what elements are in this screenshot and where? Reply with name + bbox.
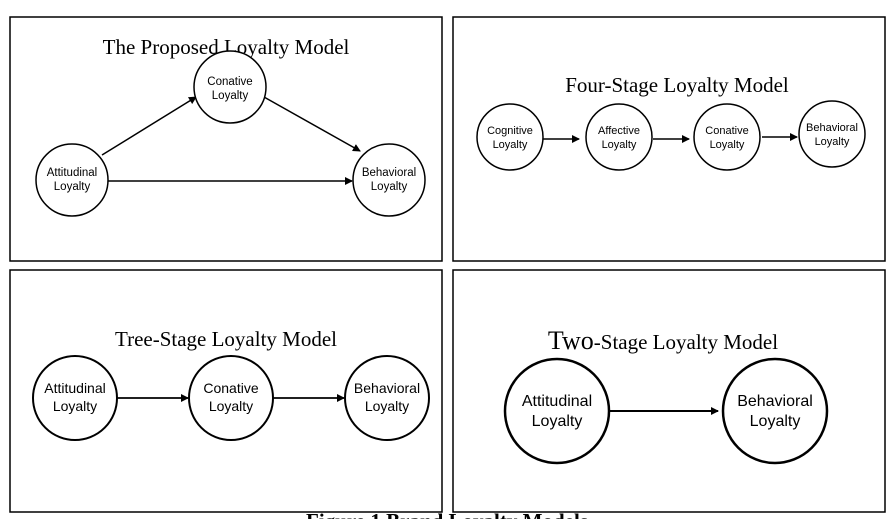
- node-label-line1: Attitudinal: [47, 167, 98, 179]
- node-label-line1: Attitudinal: [522, 393, 592, 410]
- node-label-line2: Loyalty: [209, 398, 253, 414]
- node-circle: [476, 103, 544, 171]
- node-behavioral: Behavioral Loyalty: [344, 355, 430, 441]
- panel-title-first: Two: [548, 326, 594, 355]
- panel-four-stage-model: Four-Stage Loyalty Model Cognitive Loyal…: [452, 16, 886, 262]
- panel-frame: [452, 16, 886, 262]
- node-circle: [693, 103, 761, 171]
- node-label-line2: Loyalty: [750, 413, 801, 430]
- node-conative: Conative Loyalty: [193, 50, 267, 124]
- node-label-line1: Behavioral: [737, 393, 813, 410]
- node-conative: Conative Loyalty: [693, 103, 761, 171]
- node-behavioral: Behavioral Loyalty: [798, 100, 866, 168]
- node-label-line2: Loyalty: [602, 139, 637, 151]
- node-circle: [32, 355, 118, 441]
- node-circle: [188, 355, 274, 441]
- node-circle: [798, 100, 866, 168]
- node-attitudinal: Attitudinal Loyalty: [32, 355, 118, 441]
- panel-two-stage-model: Two-Stage Loyalty Model Attitudinal Loya…: [452, 269, 886, 513]
- arrow-attitudinal-to-conative: [101, 96, 197, 156]
- node-circle: [344, 355, 430, 441]
- node-label-line2: Loyalty: [532, 413, 583, 430]
- panel-tree-stage-model: Tree-Stage Loyalty Model Attitudinal Loy…: [9, 269, 443, 513]
- panel-frame: [9, 16, 443, 262]
- node-circle: [585, 103, 653, 171]
- node-behavioral: Behavioral Loyalty: [352, 143, 426, 217]
- node-attitudinal: Attitudinal Loyalty: [503, 357, 611, 465]
- node-label-line1: Attitudinal: [44, 380, 105, 396]
- node-label-line2: Loyalty: [365, 398, 409, 414]
- figure-caption: Figure 1 Brand Loyalty Models: [306, 509, 588, 519]
- panel-frame: [9, 269, 443, 513]
- node-label-line1: Behavioral: [806, 122, 858, 134]
- node-label-line1: Behavioral: [362, 167, 416, 179]
- node-label-line2: Loyalty: [710, 139, 745, 151]
- node-label-line1: Conative: [203, 380, 258, 396]
- node-label-line1: Cognitive: [487, 125, 533, 137]
- node-attitudinal: Attitudinal Loyalty: [35, 143, 109, 217]
- node-conative: Conative Loyalty: [188, 355, 274, 441]
- panel-title: Four-Stage Loyalty Model: [565, 73, 789, 97]
- arrow-conative-to-behavioral: [263, 96, 361, 152]
- node-circle: [35, 143, 109, 217]
- panel-title: Tree-Stage Loyalty Model: [115, 327, 337, 351]
- node-label-line1: Affective: [598, 125, 640, 137]
- node-affective: Affective Loyalty: [585, 103, 653, 171]
- node-circle: [352, 143, 426, 217]
- node-circle: [503, 357, 611, 465]
- node-label-line1: Conative: [705, 125, 748, 137]
- node-label-line2: Loyalty: [212, 90, 249, 102]
- node-label-line1: Conative: [207, 76, 252, 88]
- node-cognitive: Cognitive Loyalty: [476, 103, 544, 171]
- node-behavioral: Behavioral Loyalty: [721, 357, 829, 465]
- panel-proposed-model: The Proposed Loyalty Model Conative Loya…: [9, 16, 443, 262]
- node-label-line2: Loyalty: [53, 398, 97, 414]
- node-label-line2: Loyalty: [493, 139, 528, 151]
- node-circle: [193, 50, 267, 124]
- panel-frame: [452, 269, 886, 513]
- node-label-line2: Loyalty: [371, 181, 408, 193]
- node-circle: [721, 357, 829, 465]
- panel-title-rest: -Stage Loyalty Model: [594, 330, 778, 354]
- node-label-line1: Behavioral: [354, 380, 420, 396]
- panel-title: Two-Stage Loyalty Model: [548, 326, 778, 355]
- node-label-line2: Loyalty: [815, 136, 850, 148]
- node-label-line2: Loyalty: [54, 181, 91, 193]
